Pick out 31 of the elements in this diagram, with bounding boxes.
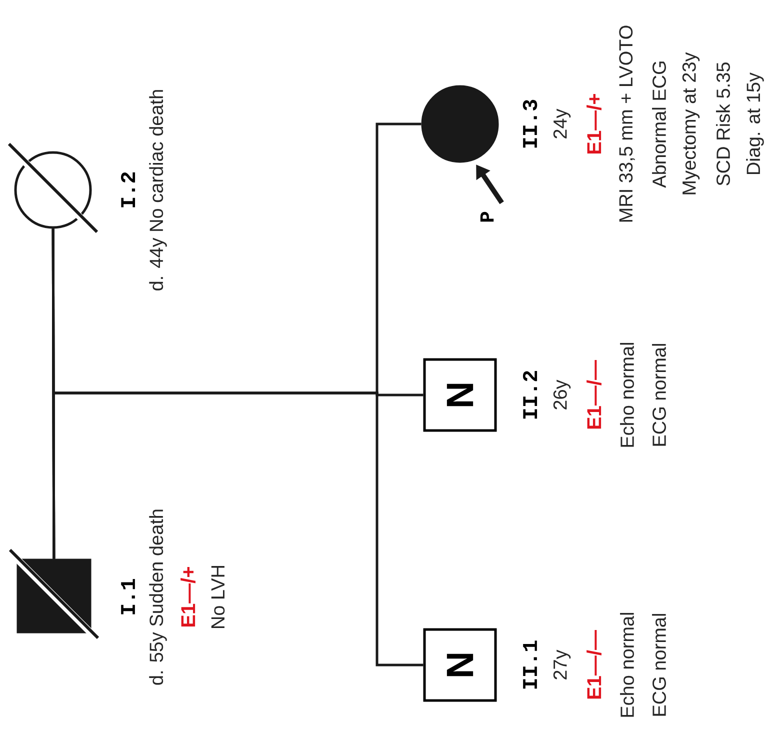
clinical-note: d. 55y Sudden death (149, 510, 167, 685)
clinical-note: 27y (553, 650, 571, 680)
descent-line (52, 122, 422, 560)
clinical-note: Echo normal (620, 342, 634, 447)
genotype-text: E1—/+ (180, 566, 196, 626)
clinical-note: 24y (553, 108, 571, 138)
clinical-note: Diag. at 15y (746, 72, 764, 174)
clinical-note: d. 44y No cardiac death (149, 90, 167, 290)
clinical-note: Myectomy at 23y (682, 52, 700, 194)
person-box: N (423, 628, 497, 702)
deceased-male-square (8, 548, 100, 640)
proband-label: P (480, 212, 494, 222)
clinical-note: SCD Risk 5.35 (716, 62, 730, 186)
genotype-text: E1—/— (586, 360, 602, 429)
pedigree-number: II.1 (523, 640, 537, 689)
pedigree-number: II.2 (522, 371, 538, 419)
clinical-note: Abnormal ECG (652, 62, 666, 188)
clinical-note: No LVH (211, 566, 225, 628)
genotype-text: E1—/— (586, 630, 602, 699)
clinical-note: ECG normal (652, 614, 666, 716)
female-circle (421, 85, 499, 163)
person-box: N (423, 358, 497, 432)
pedigree-number: I.2 (120, 172, 136, 208)
clinical-note: 26y (553, 380, 571, 410)
genotype-text: E1—/+ (586, 94, 602, 154)
pedigree-number: I.1 (121, 578, 135, 614)
clinical-note: MRI 33,5 mm + LVOTO (619, 26, 635, 222)
deceased-female-circle (8, 142, 98, 234)
clinical-note: ECG normal (652, 344, 666, 446)
clinical-note: Echo normal (620, 612, 634, 717)
pedigree-number: II.3 (522, 100, 538, 148)
